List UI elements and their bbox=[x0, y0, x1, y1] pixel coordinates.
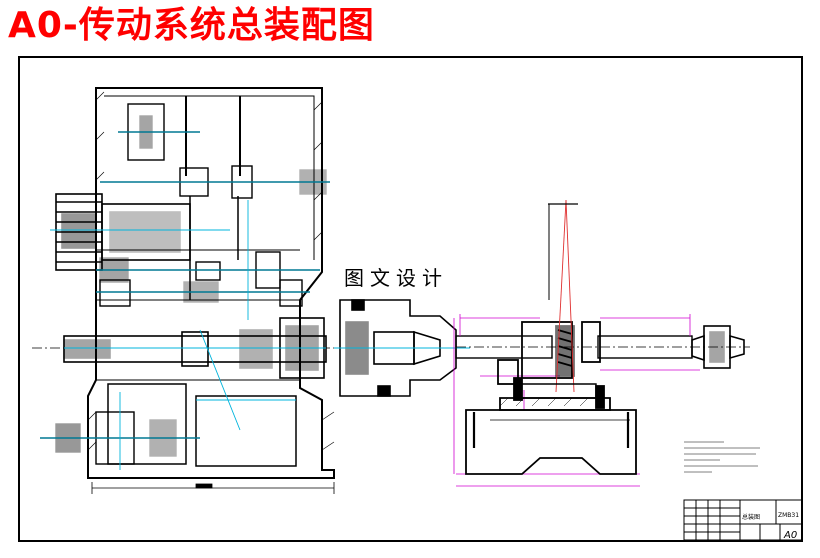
workpiece-shaft bbox=[455, 335, 750, 359]
title-block bbox=[683, 499, 803, 541]
cyan-detail-lines bbox=[119, 200, 296, 470]
title-block-sheet-size: A0 bbox=[784, 530, 798, 541]
title-block-code: ZMB31 bbox=[778, 512, 800, 519]
housing-wall-hatch bbox=[87, 91, 335, 451]
shaft-2 bbox=[96, 251, 320, 289]
base-hatch bbox=[499, 397, 589, 407]
machine-base bbox=[465, 377, 637, 475]
shaft-1 bbox=[100, 165, 330, 199]
technical-notes bbox=[684, 441, 760, 473]
title-block-drawing-name: 总装图 bbox=[742, 514, 761, 521]
pulley-block bbox=[50, 193, 230, 271]
center-lines-red bbox=[548, 199, 578, 393]
housing-dimension bbox=[91, 482, 335, 494]
drawing-sheet bbox=[18, 56, 803, 542]
worm-gear-head bbox=[497, 321, 601, 385]
main-spindle bbox=[32, 317, 470, 379]
page-title: A0-传动系统总装配图 bbox=[8, 5, 375, 46]
upper-gear-shaft bbox=[118, 103, 200, 161]
dimension-lines-magenta bbox=[453, 314, 700, 487]
chuck-assembly bbox=[334, 299, 470, 397]
tailstock bbox=[691, 325, 745, 369]
shaft-3 bbox=[96, 279, 310, 307]
gearbox-housing bbox=[87, 87, 335, 479]
watermark-text: 图文设计 bbox=[340, 262, 452, 291]
